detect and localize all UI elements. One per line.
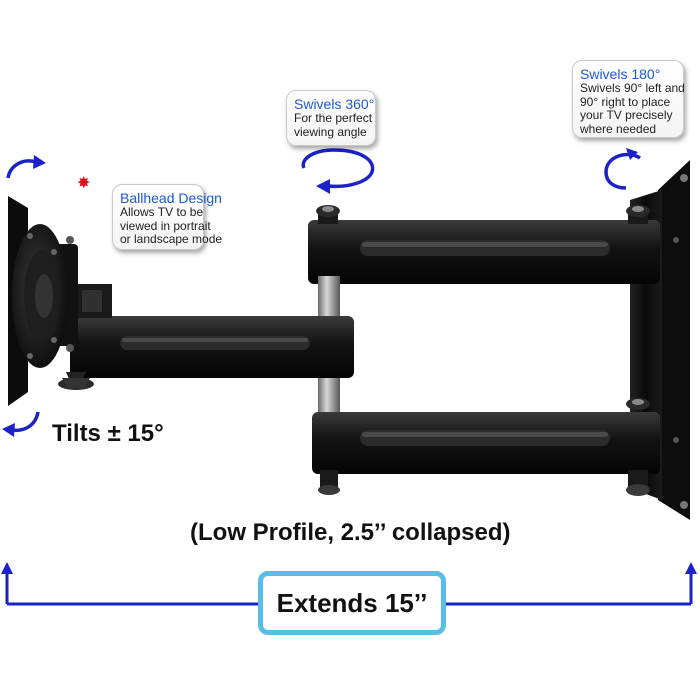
swivel-360-line: For the perfect [294,111,373,125]
rotation-arrow-icon [2,411,40,437]
swivel-180-line: your TV precisely [580,108,673,122]
starburst-icon: ✸ [77,175,91,192]
pivot-pole [318,276,340,420]
ballhead-title: Ballhead Design [120,190,222,206]
swivel-360-description: For the perfect viewing angle [294,111,373,139]
swivel-180-line: Swivels 90° left and [580,81,685,95]
swivel-360-line: viewing angle [294,124,367,139]
rotation-arrow-icon [604,148,641,190]
swivel-180-line: where needed [580,121,657,136]
swivel-180-line: 90° right to place [580,94,671,109]
ballhead-line: or landscape mode [120,232,223,246]
rotation-arrow-icon [301,148,375,194]
swivel-180-callout: Swivels 180° Swivels 90° left and 90° ri… [572,60,685,138]
ballhead-line: viewed in portrait [120,218,211,233]
extends-badge: Extends 15’’ [258,571,446,635]
ballhead-description: Allows TV to be viewed in portrait or la… [120,205,223,247]
lower-arm [312,398,660,496]
low-profile-label: (Low Profile, 2.5’’ collapsed) [190,519,511,546]
swivel-360-title: Swivels 360° [294,96,375,112]
extends-label: Extends 15’’ [276,587,428,618]
rotation-arrow-icon [6,155,46,179]
ballhead-line: Allows TV to be [120,205,204,219]
ballhead-callout: Ballhead Design Allows TV to be viewed i… [112,184,223,250]
tv-plate [8,196,68,406]
swivel-180-description: Swivels 90° left and 90° right to place … [580,81,685,136]
upper-arm [308,205,660,284]
tilt-label: Tilts ± 15° [52,420,164,447]
swivel-360-callout: Swivels 360° For the perfect viewing ang… [286,90,376,146]
front-arm [70,316,354,378]
swivel-180-title: Swivels 180° [580,66,661,82]
extension-arrow-icon [1,562,697,606]
